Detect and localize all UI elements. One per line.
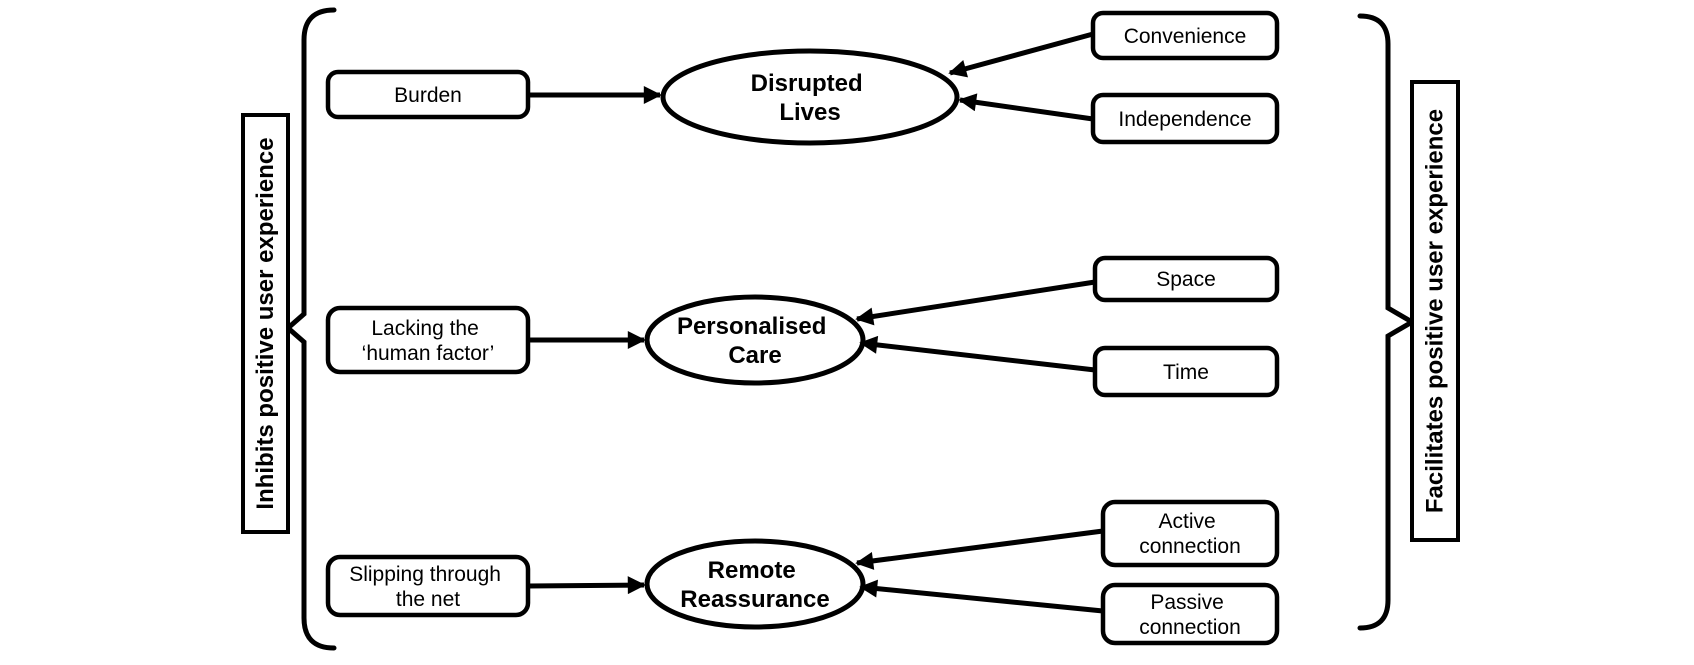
node-rect-passive-connection bbox=[1100, 582, 1280, 646]
node-label-slipping-through-net: Slipping through the net bbox=[349, 563, 507, 611]
arrow-convenience-to-disrupted-lives bbox=[948, 31, 1094, 78]
theme-label-line: Personalised bbox=[677, 313, 826, 340]
node-lacking-human-factor: Lacking the ‘human factor’ bbox=[325, 305, 531, 375]
facilitates-label: Facilitates positive user experience bbox=[1422, 109, 1449, 513]
node-space: Space bbox=[1092, 255, 1280, 303]
arrow-independence-to-disrupted-lives bbox=[958, 93, 1094, 122]
node-label-lacking-human-factor: Lacking the ‘human factor’ bbox=[362, 317, 495, 365]
inhibits-label-rect bbox=[241, 113, 290, 534]
theme-label-line: Reassurance bbox=[680, 586, 829, 613]
node-time: Time bbox=[1092, 345, 1280, 398]
facilitates-label-box: Facilitates positive user experience bbox=[1410, 80, 1460, 542]
theme-ellipse-disrupted-lives bbox=[660, 48, 960, 146]
node-label-burden: Burden bbox=[394, 84, 462, 107]
node-rect-space bbox=[1092, 255, 1280, 303]
arrow-space-to-personalised-care bbox=[855, 279, 1096, 326]
arrows bbox=[527, 31, 1104, 614]
node-label-line: the net bbox=[396, 588, 460, 611]
theme-ellipse-remote-reassurance bbox=[644, 538, 866, 630]
theme-label-line: Disrupted bbox=[751, 70, 863, 97]
theme-remote-reassurance: Remote Reassurance bbox=[644, 538, 866, 630]
arrow-active-connection-to-remote-reassurance bbox=[855, 528, 1104, 570]
theme-ellipse-personalised-care bbox=[644, 294, 866, 386]
node-convenience: Convenience bbox=[1090, 10, 1280, 61]
facilitates-label-rect bbox=[1410, 80, 1460, 542]
node-label-line: Passive bbox=[1150, 591, 1224, 614]
node-slipping-through-net: Slipping through the net bbox=[325, 554, 531, 618]
theme-label-line: Lives bbox=[779, 99, 840, 126]
right-brace bbox=[1357, 13, 1417, 631]
arrow-slipping-through-net-to-remote-reassurance bbox=[527, 576, 646, 595]
node-label-active-connection: Active connection bbox=[1139, 510, 1241, 558]
theme-disrupted-lives: Disrupted Lives bbox=[660, 48, 960, 146]
node-label-space: Space bbox=[1156, 268, 1216, 291]
theme-personalised-care: Personalised Care bbox=[644, 294, 866, 386]
inhibits-label-box: Inhibits positive user experience bbox=[241, 113, 290, 534]
node-label-passive-connection: Passive connection bbox=[1139, 591, 1241, 639]
arrow-passive-connection-to-remote-reassurance bbox=[859, 579, 1104, 614]
node-label-time: Time bbox=[1163, 361, 1209, 384]
theme-label-line: Care bbox=[728, 342, 781, 369]
theme-label-disrupted-lives: Disrupted Lives bbox=[751, 70, 870, 126]
theme-label-remote-reassurance: Remote Reassurance bbox=[680, 557, 829, 613]
theme-label-line: Remote bbox=[708, 557, 796, 584]
node-label-line: connection bbox=[1139, 535, 1241, 558]
node-label-line: Active bbox=[1158, 510, 1215, 533]
arrow-time-to-personalised-care bbox=[859, 335, 1096, 373]
node-burden: Burden bbox=[325, 69, 531, 120]
node-independence: Independence bbox=[1090, 92, 1280, 145]
node-active-connection: Active connection bbox=[1100, 499, 1280, 568]
node-label-line: ‘human factor’ bbox=[362, 342, 495, 365]
node-label-line: Slipping through bbox=[349, 563, 501, 586]
inhibits-label: Inhibits positive user experience bbox=[252, 137, 279, 509]
node-rect-time bbox=[1092, 345, 1280, 398]
node-passive-connection: Passive connection bbox=[1100, 582, 1280, 646]
node-label-line: connection bbox=[1139, 616, 1241, 639]
theme-label-personalised-care: Personalised Care bbox=[677, 313, 833, 369]
node-label-convenience: Convenience bbox=[1124, 25, 1247, 48]
node-label-line: Lacking the bbox=[371, 317, 478, 340]
node-label-independence: Independence bbox=[1118, 108, 1251, 131]
